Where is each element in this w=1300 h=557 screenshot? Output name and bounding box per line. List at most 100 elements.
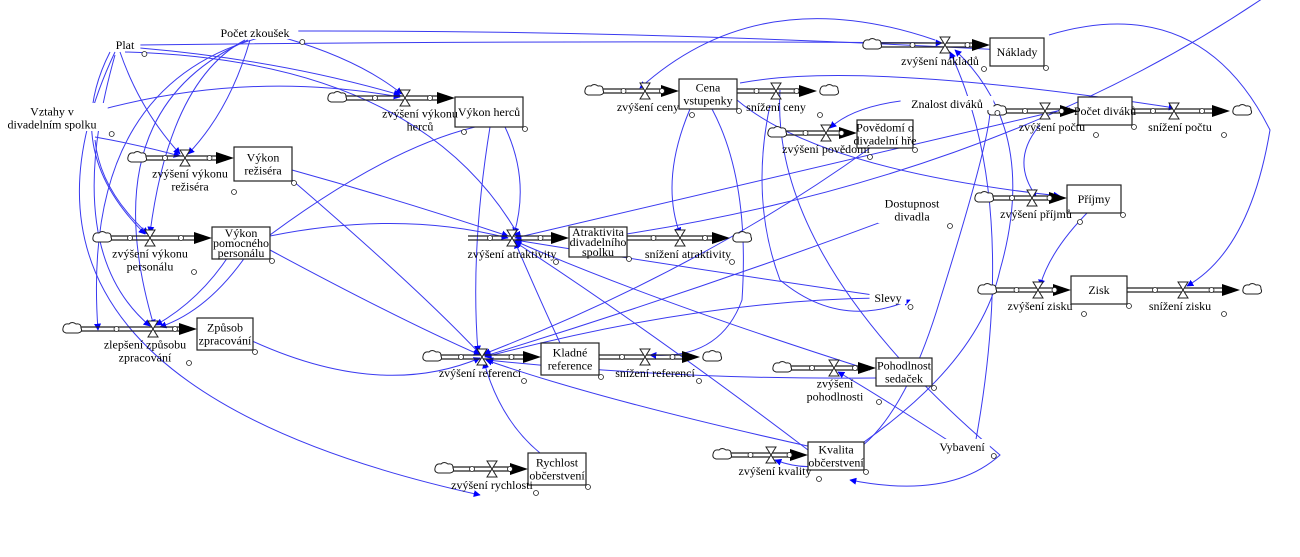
flow-snizeni-poctu[interactable] [1132,102,1253,120]
valve-icon[interactable] [1032,281,1044,299]
causal-link [289,30,1005,54]
hinge-icon [1126,303,1132,309]
valve-icon[interactable] [1177,281,1189,299]
flow-zvyseni-zisku[interactable] [977,281,1071,299]
cloud-icon [712,448,733,460]
flow-zvyseni-atraktivity[interactable] [468,229,569,247]
valve-icon[interactable] [179,149,191,167]
causal-link [1038,209,1091,287]
flow-label: zvýšení výkonu [112,247,188,261]
flow-zvyseni-kvality[interactable] [712,446,808,464]
flow-label: zvýšení referencí [439,366,522,380]
hinge-icon [1081,311,1087,317]
valve-icon[interactable] [144,229,156,247]
flow-zvyseni-prijmu[interactable] [974,189,1067,207]
causal-link [514,237,881,297]
hinge-icon [533,490,539,496]
flow-zvyseni-vykonu-rezisera[interactable] [127,149,234,167]
aux-pocet-zkousek[interactable]: Počet zkoušek [211,25,306,45]
causal-link [486,357,877,379]
flow-label: pohodlnosti [807,390,864,404]
causal-link [504,126,521,235]
valve-icon[interactable] [506,229,518,247]
hinge-icon [863,469,869,475]
hinge-icon [912,147,918,153]
stock-zisk[interactable]: Zisk [1070,275,1132,309]
valve-icon[interactable] [1026,189,1038,207]
valve-icon[interactable] [828,359,840,377]
valve-icon[interactable] [476,348,488,366]
valve-icon[interactable] [820,124,832,142]
cloud-icon [127,151,148,163]
causal-link [736,99,1061,199]
flow-zlepseni-zpusobu[interactable] [62,320,197,338]
causal-link [124,51,521,239]
stock-vykon-hercu[interactable]: Výkon herců [454,96,528,132]
causal-link [514,107,1071,240]
flow-zvyseni-referenci[interactable] [422,348,541,366]
causal-link [485,358,813,448]
stock-naklady[interactable]: Náklady [989,37,1049,71]
hinge-icon [817,112,823,118]
flow-zvyseni-pohodlnosti[interactable] [772,359,876,377]
valve-icon[interactable] [639,348,651,366]
valve-icon[interactable] [1039,102,1051,120]
aux-znalost-divaku[interactable]: Znalost diváků [900,96,1001,116]
stock-label: Způsob [207,321,243,335]
flow-snizeni-zisku[interactable] [1127,281,1263,299]
aux-vybaveni[interactable]: Vybavení [934,439,997,459]
stock-label: Kladné [553,346,588,360]
hinge-icon [269,258,275,264]
flow-pipes [62,36,1263,478]
hinge-icon [931,385,937,391]
flow-zvyseni-rychlosti[interactable] [434,460,528,478]
stock-pocet-divaku[interactable]: Počet diváků [1074,96,1137,130]
valve-icon[interactable] [399,89,411,107]
aux-plat[interactable]: Plat [109,37,148,57]
aux-slevy[interactable]: Slevy [869,290,914,310]
valve-icon[interactable] [147,320,159,338]
causal-link [474,126,491,353]
stock-label: zpracování [199,334,252,348]
causal-link [91,51,146,235]
flow-snizeni-atraktivity[interactable] [627,229,753,247]
hinge-icon [522,126,528,132]
stock-prijmy[interactable]: Příjmy [1066,184,1126,218]
valve-icon[interactable] [674,229,686,247]
valve-icon[interactable] [765,446,777,464]
flow-label: zvýšení kvality [739,464,812,478]
valve-icon[interactable] [770,82,782,100]
valve-icon[interactable] [486,460,498,478]
flow-snizeni-ceny[interactable] [737,82,840,100]
valve-icon[interactable] [939,36,951,54]
stock-label: Výkon herců [458,105,520,119]
flow-snizeni-referenci[interactable] [599,348,723,366]
hinge-icon [729,259,735,265]
flow-zvyseni-vykonu-hercu[interactable] [327,89,455,107]
flow-zvyseni-povedomi[interactable] [767,124,857,142]
valve-icon[interactable] [1168,102,1180,120]
flow-zvyseni-ceny[interactable] [584,82,679,100]
flow-label: zvýšení rychlosti [451,478,533,492]
stock-label: Výkon [225,226,258,240]
valve-icon[interactable] [639,82,651,100]
flow-zvyseni-nakladu[interactable] [862,36,990,54]
hinge-icon [141,51,148,57]
flow-zvyseni-vykonu-personalu[interactable] [92,229,212,247]
cloud-icon [732,231,753,243]
